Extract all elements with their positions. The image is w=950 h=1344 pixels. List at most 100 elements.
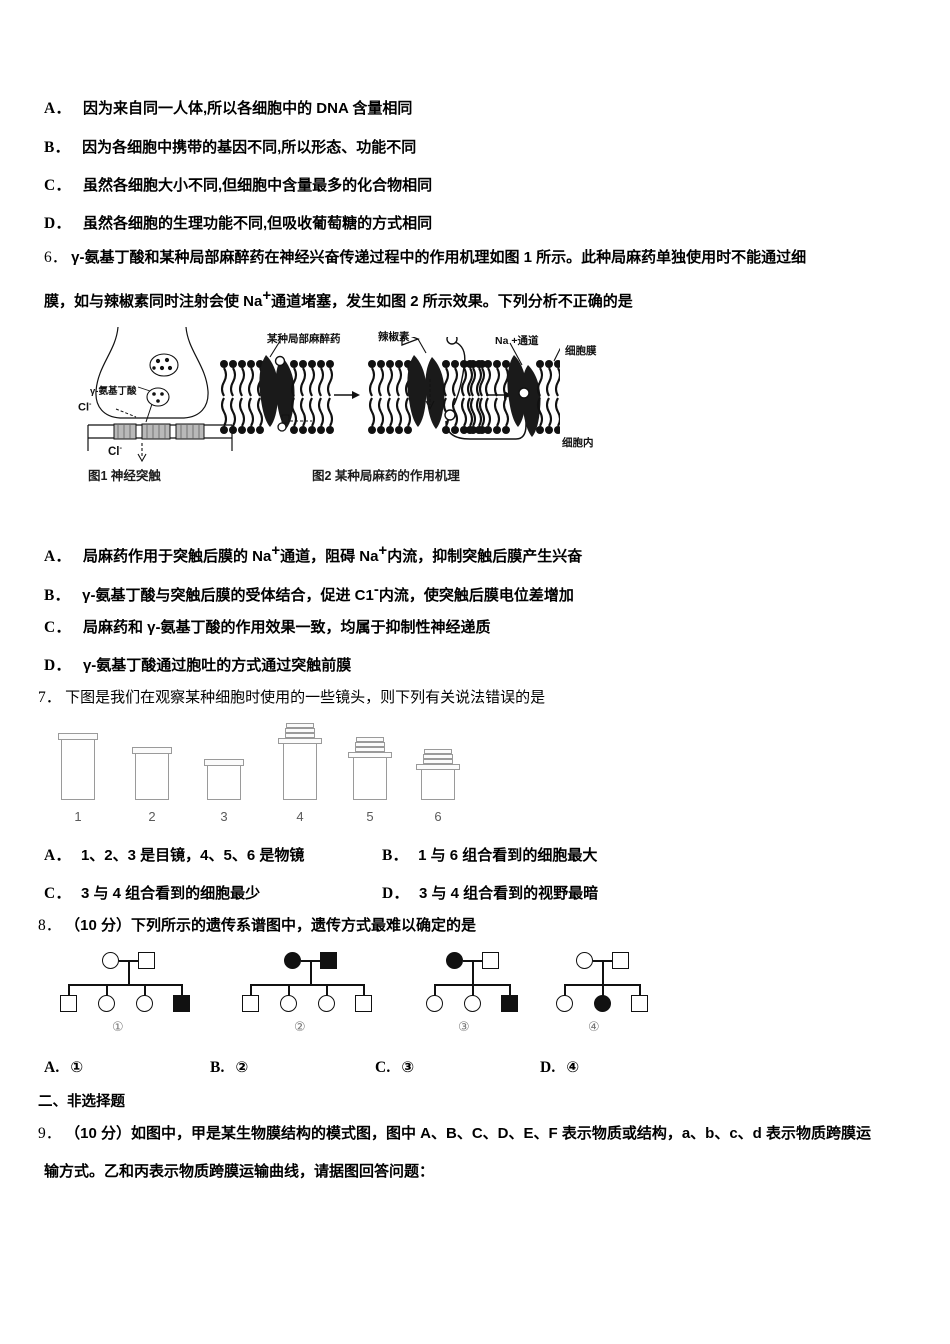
ped2-drop-1 — [250, 984, 252, 996]
lens-6-barrel — [421, 768, 455, 800]
q9-line2: 输方式。乙和丙表示物质跨膜运输曲线，请据图回答问题： — [44, 1164, 434, 1180]
q6-stem-sup: + — [262, 287, 272, 304]
q6-option-a-text-1: 局麻药作用于突触后膜的 Na — [82, 548, 272, 566]
ped2-child-3 — [318, 995, 335, 1012]
lens-2-barrel — [135, 752, 169, 800]
lens-6-number: 6 — [434, 809, 442, 824]
lens-2-cap — [132, 747, 172, 754]
q8-option-c-label: C. — [375, 1059, 391, 1076]
q5-option-b-label: B． — [44, 139, 71, 156]
lens-5-ring-2 — [355, 742, 385, 747]
q8-number: 8． — [38, 917, 62, 934]
figure-2-label-anesthetic: 某种局部麻醉药 — [267, 333, 341, 345]
ped4-child-1 — [556, 995, 573, 1012]
lens-3-cap — [204, 759, 244, 766]
q6-stem-line1: 6． γ-氨基丁酸和某种局部麻醉药在神经兴奋传递过程中的作用机理如图 1 所示。… — [44, 250, 806, 266]
pedigree-3: ③ — [420, 948, 540, 1048]
q6-option-d-label: D． — [44, 657, 72, 674]
q7-option-b-text: 1 与 6 组合看到的细胞最大 — [418, 847, 598, 864]
ped2-drop-3 — [326, 984, 328, 996]
lens-4-ring-1 — [285, 733, 315, 738]
figure-2-caption: 图2 某种局麻药的作用机理 — [312, 469, 460, 483]
ped2-child-2 — [280, 995, 297, 1012]
q5-option-b-text: 因为各细胞中携带的基因不同,所以形态、功能不同 — [82, 139, 417, 156]
lens-3-number: 3 — [220, 809, 228, 824]
ped3-drop-3 — [509, 984, 511, 996]
q8-option-b: B. ② — [210, 1060, 248, 1076]
q8-option-b-text: ② — [235, 1058, 249, 1076]
q7-option-b: B． 1 与 6 组合看到的细胞最大 — [382, 848, 597, 864]
lens-4-number: 4 — [296, 809, 304, 824]
q6-option-d: D． γ-氨基丁酸通过胞吐的方式通过突触前膜 — [44, 658, 351, 674]
ped1-descent-line — [128, 960, 130, 985]
q6-option-a-sup-1: + — [271, 542, 281, 559]
figure-2-label-cell-membrane: 细胞膜 — [565, 345, 597, 357]
ped4-child-3 — [631, 995, 648, 1012]
q8-stem-text: 下列所示的遗传系谱图中，遗传方式最难以确定的是 — [131, 917, 477, 934]
q6-option-d-text: γ-氨基丁酸通过胞吐的方式通过突触前膜 — [82, 657, 352, 674]
q6-option-c: C． 局麻药和 γ-氨基丁酸的作用效果一致，均属于抑制性神经递质 — [44, 620, 490, 636]
pedigree-4: ④ — [550, 948, 670, 1048]
ped2-sibship-line — [250, 984, 364, 986]
q5-option-b: B． 因为各细胞中携带的基因不同,所以形态、功能不同 — [44, 140, 416, 156]
ped1-child-2 — [98, 995, 115, 1012]
ped1-drop-1 — [68, 984, 70, 996]
q8-pedigree-figure: ① ② — [50, 948, 670, 1053]
figure-1-label-cl-out: Cl- — [78, 399, 92, 414]
ped2-parent-father — [320, 952, 337, 969]
lens-item-1: 1 — [58, 730, 98, 824]
ped3-descent-line — [472, 960, 474, 985]
q6-figures: γ-氨基丁酸 Cl- Cl- 图1 神经突触 — [70, 325, 597, 490]
q7-option-d-text: 3 与 4 组合看到的视野最暗 — [418, 885, 599, 902]
pedigree-2-tag: ② — [294, 1020, 306, 1035]
lens-item-5: 5 — [348, 734, 392, 824]
figure-2-label-intracellular: 细胞内 — [562, 437, 594, 449]
ped2-child-4 — [355, 995, 372, 1012]
q9-text-1: 如图中，甲是某生物膜结构的模式图，图中 A、B、C、D、E、F 表示物质或结构，… — [131, 1125, 872, 1142]
pedigree-1: ① — [60, 948, 200, 1048]
q6-option-b: B． γ-氨基丁酸与突触后膜的受体结合，促进 C1-内流，使突触后膜电位差增加 — [44, 582, 574, 604]
q6-option-a-sup-2: + — [378, 542, 388, 559]
lens-5-collar — [348, 752, 392, 758]
q8-option-a: A. ① — [44, 1060, 83, 1076]
q7-option-c: C． 3 与 4 组合看到的细胞最少 — [44, 886, 260, 902]
lens-4-ring-3 — [286, 723, 314, 728]
lens-1-number: 1 — [74, 809, 82, 824]
q7-stem-text: 下图是我们在观察某种细胞时使用的一些镜头，则下列有关说法错误的是 — [65, 689, 546, 706]
ped3-parent-father — [482, 952, 499, 969]
section-2-heading: 二、非选择题 — [38, 1094, 125, 1110]
lens-4-barrel — [283, 742, 317, 800]
ped3-child-1 — [426, 995, 443, 1012]
lens-5-ring-1 — [355, 747, 385, 752]
q7-option-a-label: A． — [44, 847, 72, 864]
lens-6-ring-1 — [423, 759, 453, 764]
figure-1-label-gaba: γ-氨基丁酸 — [90, 386, 137, 397]
section-2-heading-row: 二、非选择题 — [38, 1094, 125, 1110]
q8-option-d-label: D. — [540, 1059, 556, 1076]
ped1-drop-3 — [144, 984, 146, 996]
ped4-parent-father — [612, 952, 629, 969]
q7-lens-figure: 1 2 3 4 5 — [55, 708, 485, 826]
pedigree-3-tag: ③ — [458, 1020, 470, 1035]
ped1-drop-2 — [106, 984, 108, 996]
q6-option-c-label: C． — [44, 619, 72, 636]
ped2-parent-mother — [284, 952, 301, 969]
q7-option-a: A． 1、2、3 是目镜，4、5、6 是物镜 — [44, 848, 304, 864]
lens-6-collar — [416, 764, 460, 770]
q6-stem-line2: 膜，如与辣椒素同时注射会使 Na+通道堵塞，发生如图 2 所示效果。下列分析不正… — [44, 288, 633, 310]
q5-option-d-label: D． — [44, 215, 72, 232]
q6-number: 6． — [44, 249, 68, 266]
q6-option-a-text-2: 通道，阻碍 Na — [280, 548, 379, 566]
q6-option-a-text-3: 内流，抑制突触后膜产生兴奋 — [387, 548, 583, 566]
figure-1-label-cl-in: Cl- — [108, 443, 123, 458]
figure-2-anesthetic-mechanism-diagram — [220, 337, 560, 440]
q7-stem: 7． 下图是我们在观察某种细胞时使用的一些镜头，则下列有关说法错误的是 — [38, 690, 545, 706]
q5-option-c-label: C． — [44, 177, 72, 194]
q8-option-a-label: A. — [44, 1059, 60, 1076]
lens-2-number: 2 — [148, 809, 156, 824]
ped1-child-1 — [60, 995, 77, 1012]
q8-option-d-text: ④ — [566, 1058, 580, 1076]
q8-option-b-label: B. — [210, 1059, 225, 1076]
figure-2-label-capsaicin: 辣椒素 — [378, 331, 410, 343]
lens-item-4: 4 — [278, 720, 322, 824]
